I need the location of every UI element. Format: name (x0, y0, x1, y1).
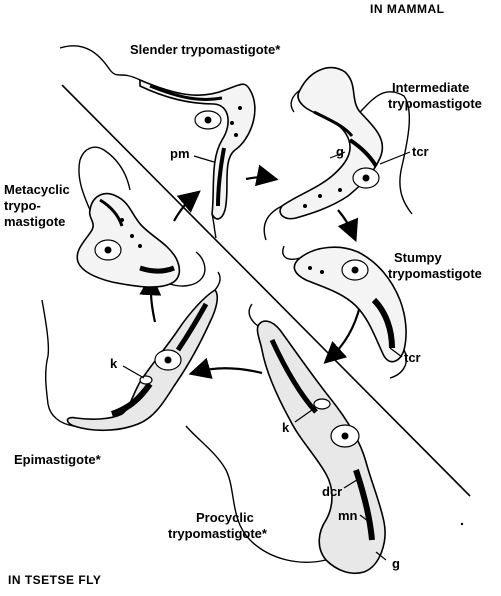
arrow-stumpy-to-procyclic (323, 305, 362, 364)
label-procyclic-line1: Procyclic (196, 510, 254, 525)
epimastigote-cell (41, 271, 221, 432)
label-dcr: dcr (322, 484, 343, 499)
region-label-tsetse-fly: IN TSETSE FLY (8, 573, 102, 587)
host-divider-line (61, 84, 471, 497)
label-mn: mn (338, 508, 358, 523)
label-metacyclic-line2: trypo- (4, 198, 41, 213)
label-epimastigote: Epimastigote* (14, 452, 101, 467)
label-k-procyclic: k (282, 420, 290, 435)
label-stumpy-line1: Stumpy (394, 250, 442, 265)
label-tcr-intermediate: tcr (412, 144, 429, 159)
label-intermediate-line1: Intermediate (392, 80, 470, 95)
label-intermediate-line2: trypomastigote (388, 96, 482, 111)
arrow-slender-to-intermediate (245, 164, 279, 187)
label-leader-lines (122, 151, 411, 561)
arrow-procyclic-to-epimastigote (188, 357, 263, 379)
stray-mark (460, 522, 464, 526)
arrow-intermediate-to-stumpy (337, 209, 359, 243)
arrow-epimastigote-to-metacyclic (139, 273, 162, 323)
label-stumpy-line2: trypomastigote (388, 266, 482, 281)
label-g-intermediate: g (336, 144, 344, 159)
metacyclic-trypomastigote-cell (76, 146, 206, 288)
arrow-metacyclic-to-slender (173, 190, 201, 222)
label-pm: pm (170, 146, 190, 161)
procyclic-trypomastigote-cell (185, 303, 386, 575)
label-procyclic-line2: trypomastigote* (168, 526, 267, 541)
label-tcr-stumpy: tcr (404, 350, 421, 365)
label-g-procyclic: g (392, 556, 400, 571)
label-slender-trypomastigote: Slender trypomastigote* (130, 42, 281, 57)
label-metacyclic-line1: Metacyclic (4, 182, 70, 197)
stumpy-trypomastigote-cell (282, 245, 408, 379)
cycle-arrows (139, 164, 362, 379)
label-metacyclic-line3: mastigote (4, 214, 66, 229)
slender-trypomastigote-cell (59, 45, 256, 239)
region-label-mammal: IN MAMMAL (370, 2, 445, 16)
intermediate-trypomastigote-cell (263, 66, 413, 241)
label-k-epimastigote: k (110, 356, 118, 371)
